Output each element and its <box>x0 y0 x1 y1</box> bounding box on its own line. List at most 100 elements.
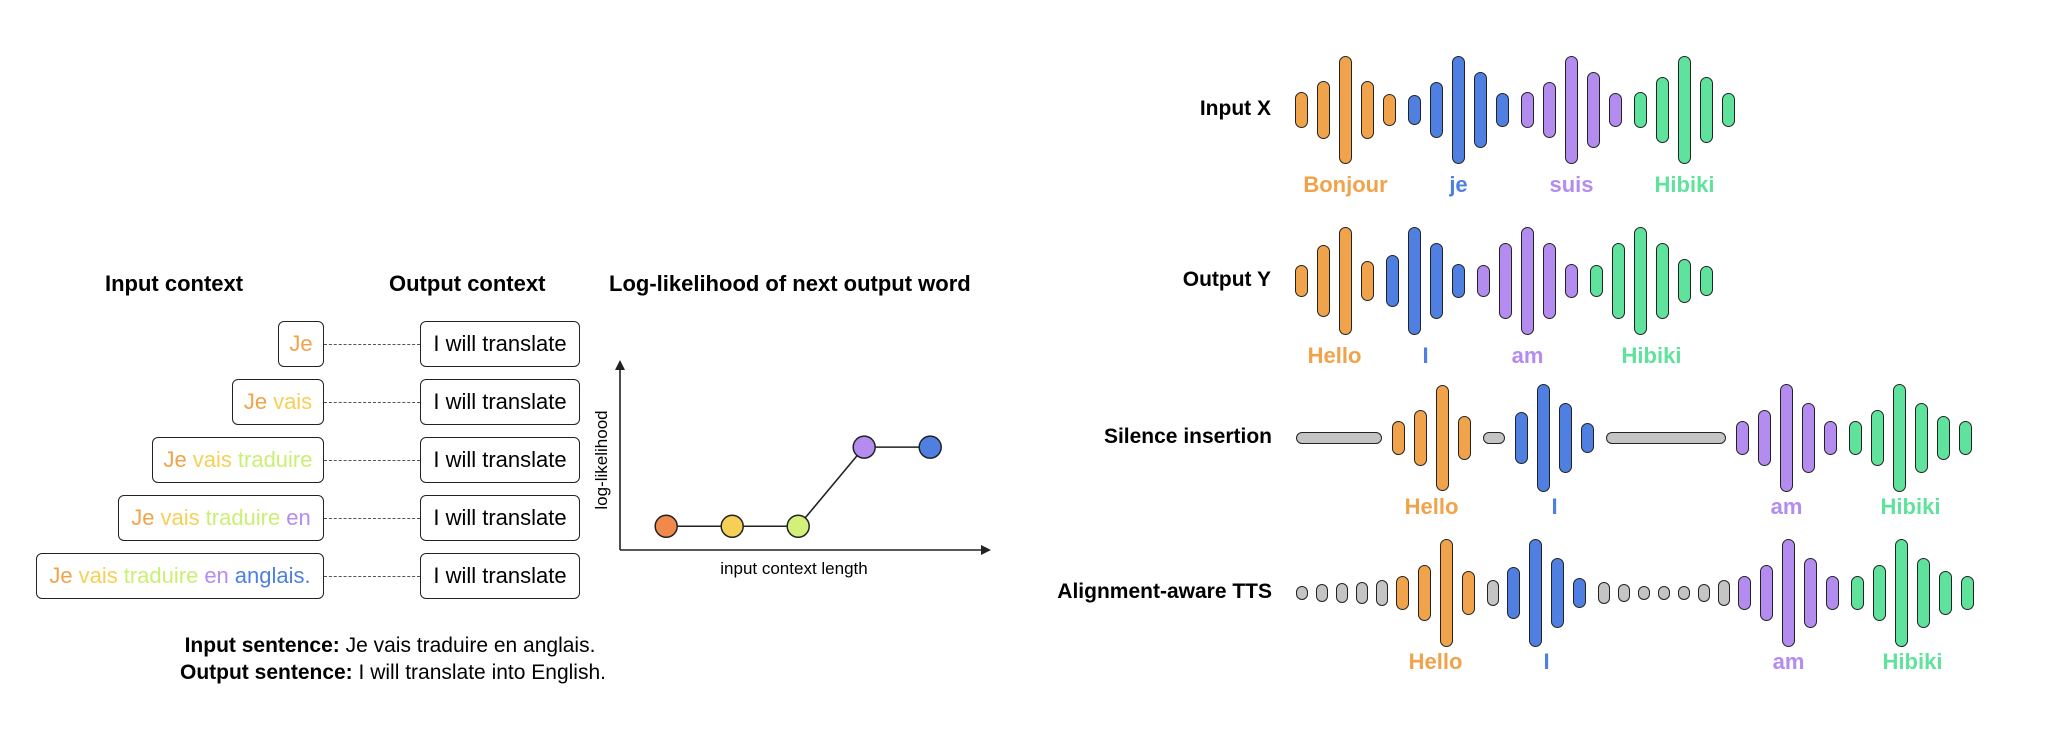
input-word: anglais. <box>234 563 311 588</box>
word-label: Hibiki <box>1621 343 1682 368</box>
y-axis-label: log-likelihood <box>592 410 611 509</box>
word-label: Hibiki <box>1654 172 1715 197</box>
input-word: vais <box>273 389 313 414</box>
silence-pulse <box>1296 586 1308 600</box>
waveform-bar <box>1537 384 1550 492</box>
waveform-bar <box>1383 94 1396 126</box>
waveform-bar <box>1436 385 1449 491</box>
silence-pulse <box>1678 586 1690 600</box>
silence-pulse <box>1658 586 1670 600</box>
word-label: Hibiki <box>1880 494 1941 519</box>
waveform-bar <box>1565 264 1578 298</box>
waveform-bar <box>1587 72 1600 148</box>
context-row: Je I will translate <box>32 321 592 369</box>
waveform-bar <box>1396 576 1409 610</box>
waveform-bar <box>1758 410 1771 466</box>
waveform-bar <box>1515 412 1528 464</box>
loglikelihood-chart: log-likelihood input context length <box>592 360 991 578</box>
dashed-connector <box>324 576 420 577</box>
waveform-bar <box>1430 243 1443 319</box>
data-point <box>852 435 876 459</box>
waveform-bar <box>1559 403 1572 473</box>
row-label: Output Y <box>1182 268 1271 291</box>
waveform-bar <box>1939 571 1952 615</box>
y-axis-arrow <box>615 360 625 370</box>
word-label: am <box>1770 494 1803 519</box>
waveform-bar <box>1826 576 1839 610</box>
output-context-box: I will translate <box>420 437 580 483</box>
input-word: traduire <box>205 505 281 530</box>
word-label: I <box>1543 649 1550 674</box>
loglikelihood-series <box>654 435 942 539</box>
output-sentence-text: I will translate into English. <box>358 661 606 684</box>
data-point <box>654 514 678 539</box>
input-word: Je <box>163 447 187 472</box>
waveform-bar <box>1521 227 1534 335</box>
output-context-title: Output context <box>389 271 546 296</box>
input-word: vais <box>192 447 232 472</box>
waveform-bar <box>1452 56 1465 164</box>
waveform-bar <box>1917 558 1930 628</box>
waveform-bar <box>1700 266 1713 296</box>
dashed-connector <box>324 518 420 519</box>
input-word: Je <box>243 389 268 414</box>
waveform-bar <box>1386 255 1399 307</box>
waveform-bar <box>1678 56 1691 164</box>
word-label: I <box>1551 494 1558 519</box>
silence-pulse <box>1638 586 1650 600</box>
waveform-bar <box>1295 92 1308 128</box>
input-word: vais <box>78 563 118 588</box>
word-label: je <box>1449 172 1468 197</box>
input-sentence-text: Je vais traduire en anglais. <box>345 634 596 657</box>
input-word: Je <box>49 563 73 588</box>
waveform-bar <box>1849 421 1862 455</box>
waveform-bar <box>1474 72 1487 148</box>
input-context-title: Input context <box>105 271 244 296</box>
row-label: Input X <box>1199 97 1271 120</box>
input-context-box: Je <box>278 321 324 367</box>
waveform-bar <box>1738 576 1751 610</box>
waveform-bar <box>1937 416 1950 460</box>
silence-pulse <box>1618 584 1630 602</box>
silence-bar <box>1296 432 1382 444</box>
output-context-box: I will translate <box>420 321 580 367</box>
waveform-bar <box>1678 259 1691 303</box>
word-label: Hello <box>1404 494 1459 519</box>
row-label: Silence insertion <box>1103 425 1272 448</box>
input-word: en <box>204 563 229 588</box>
waveform-bar <box>1295 265 1308 297</box>
word-label: I <box>1422 343 1429 368</box>
waveform-bar <box>1573 578 1586 608</box>
input-word: traduire <box>123 563 199 588</box>
waveform-bar <box>1317 245 1330 317</box>
waveform-bar <box>1361 261 1374 301</box>
waveform-bar <box>1521 92 1534 128</box>
word-label: Hello <box>1408 649 1463 674</box>
word-label: am <box>1511 343 1544 368</box>
silence-bar <box>1606 432 1726 444</box>
waveform-bar <box>1430 82 1443 138</box>
word-label: Hibiki <box>1882 649 1943 674</box>
output-context-box: I will translate <box>420 379 580 425</box>
waveform-bar <box>1824 421 1837 455</box>
waveform-bar <box>1802 403 1815 473</box>
input-word: vais <box>160 505 200 530</box>
waveform-bar <box>1961 576 1974 610</box>
waveform-bar <box>1551 558 1564 628</box>
input-sentence-label: Input sentence: <box>184 634 340 657</box>
input-word: traduire <box>237 447 313 472</box>
word-label: Bonjour <box>1303 172 1388 197</box>
series-line <box>666 446 931 528</box>
waveform-bar <box>1612 243 1625 319</box>
waveform-bar <box>1317 81 1330 139</box>
output-sentence-label: Output sentence: <box>180 661 353 684</box>
silence-pulse <box>1376 580 1388 606</box>
waveform-bar <box>1722 93 1735 127</box>
waveform-bar <box>1873 565 1886 621</box>
word-label: Hello <box>1307 343 1362 368</box>
waveform-bar <box>1565 56 1578 164</box>
